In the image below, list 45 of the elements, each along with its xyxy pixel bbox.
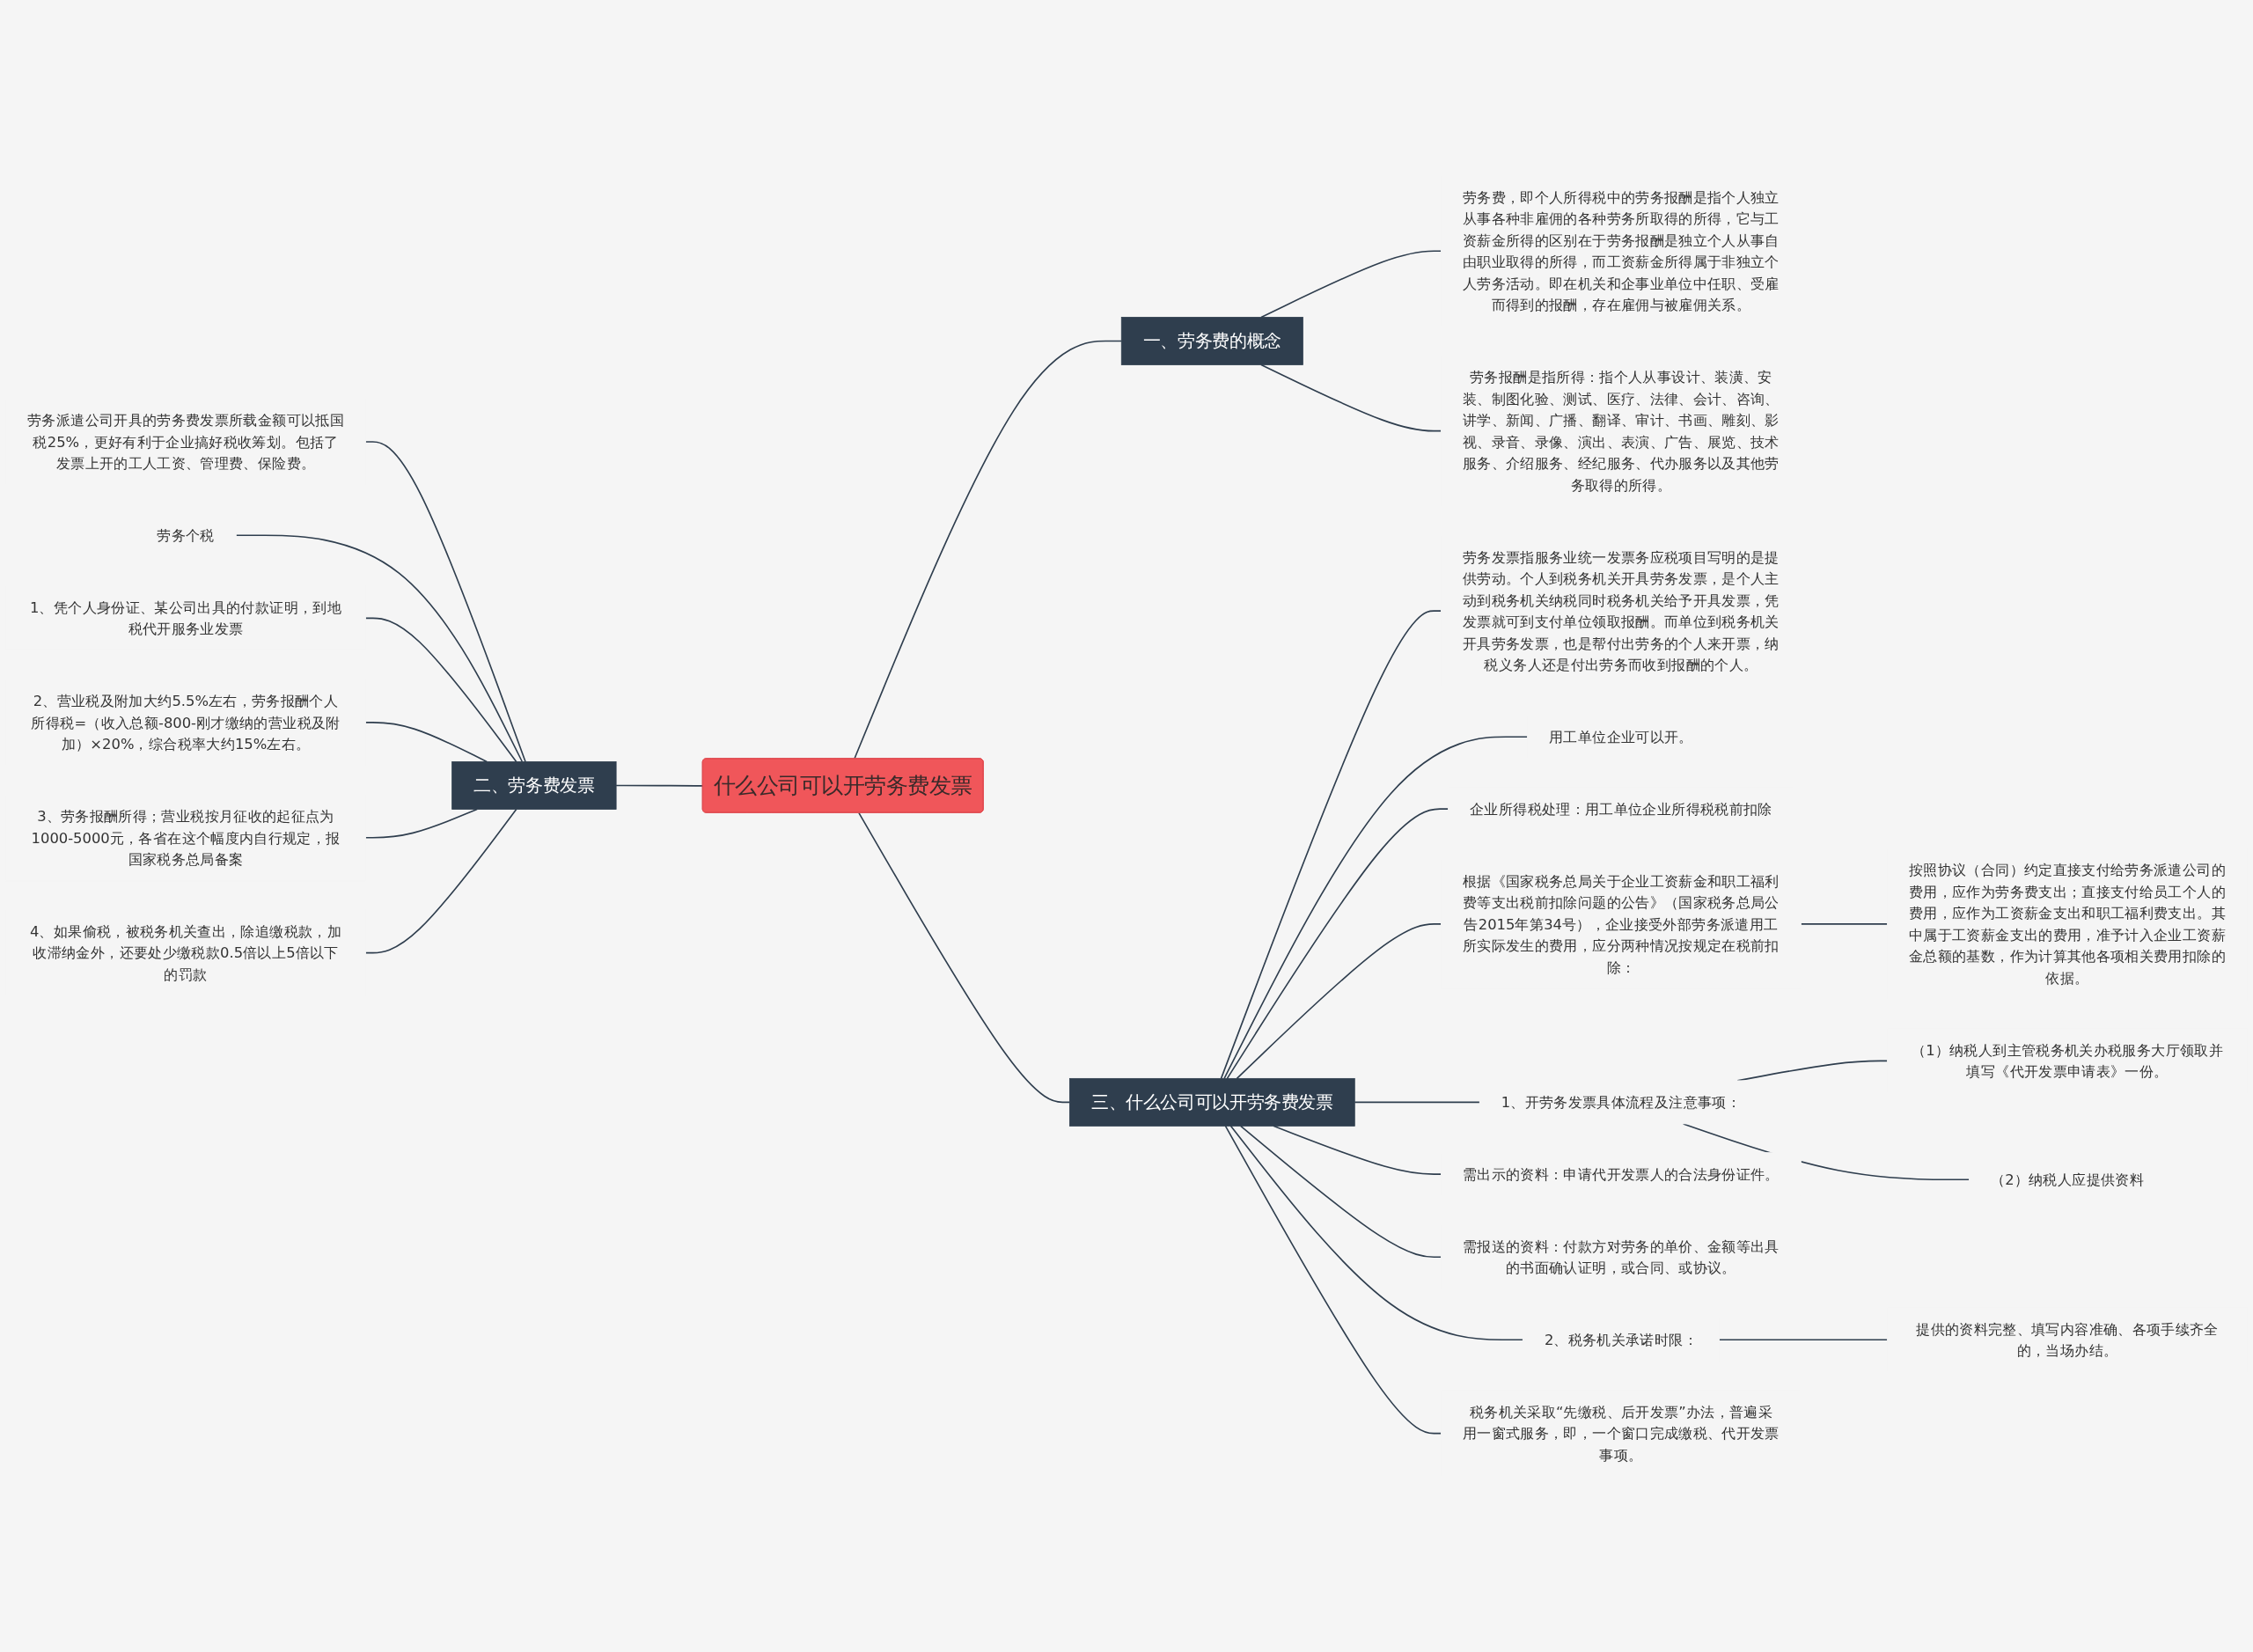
connector [1239, 1125, 1442, 1259]
node-text: 劳务发票指服务业统一发票务应税项目写明的是提供劳动。个人到税务机关开具劳务发票，是个人主动到税务机关纳税同时税务机关给予开具发票，凭发票就可到支付单位领取报酬。而单位到税务机关开具劳务发票，也是帮付出劳务的个人来开票，纳税义务人还是付出劳务而收到报酬的个人。 [1462, 548, 1780, 674]
node-text: 需出示的资料：申请代开发票人的合法身份证件。 [1462, 1165, 1780, 1183]
node-text: 用工单位企业可以开。 [1549, 728, 1693, 746]
node-text: 劳务个税 [157, 526, 215, 545]
node-text: 劳务派遣公司开具的劳务费发票所载金额可以抵国税25%，更好有利于企业搞好税收筹划。包括了发票上开的工人工资、管理费、保险费。 [27, 411, 344, 473]
connector [1236, 923, 1442, 1080]
node-box: 一、劳务费的概念 [1120, 317, 1303, 365]
node-box: 三、什么公司可以开劳务费发票 [1069, 1077, 1355, 1127]
node-text: 1、凭个人身份证、某公司出具的付款证明，到地税代开服务业发票 [30, 598, 341, 638]
connector [364, 722, 488, 763]
connector [1220, 610, 1442, 1080]
connector [1260, 363, 1442, 432]
node-text: 劳务费，即个人所得税中的劳务报酬是指个人独立从事各种非雇佣的各种劳务所取得的所得，它与工资薪金所得的区别在于劳务报酬是独立个人从事自由职业取得的所得，而工资薪金所得属于非独立个人劳务活动。即在机关和企事业单位中任职、受雇而得到的报酬，存在雇佣与被雇佣关系。 [1462, 188, 1780, 314]
node-text: 4、如果偷税，被税务机关查出，除追缴税款，加收滞纳金外，还要处少缴税款0.5倍以上5倍以下的罚款 [30, 922, 341, 983]
connector [364, 441, 526, 763]
node-text: （2）纳税人应提供资料 [1990, 1171, 2144, 1189]
node-box: 二、劳务费发票 [451, 761, 617, 810]
connector [235, 534, 524, 763]
connector [1226, 808, 1449, 1080]
node-text: 需报送的资料：付款方对劳务的单价、金额等出具的书面确认证明，或合同、或协议。 [1462, 1237, 1780, 1277]
connector [1718, 1339, 1889, 1341]
node-text: 企业所得税处理：用工单位企业所得税税前扣除 [1470, 800, 1772, 818]
connector [1224, 1125, 1442, 1435]
node-text: 根据《国家税务总局关于企业工资薪金和职工福利费等支出税前扣除问题的公告》（国家税务总局公告2015年第34号），企业接受外部劳务派遣用工所实际发生的费用，应分两种情况按规定在税前扣除： [1462, 872, 1780, 976]
node-text: 提供的资料完整、填写内容准确、各项手续齐全的，当场办结。 [1916, 1320, 2219, 1360]
connector [364, 808, 517, 954]
connector [1260, 250, 1442, 319]
node-text: 劳务报酬是指所得：指个人从事设计、装潢、安装、制图化验、测试、医疗、法律、会计、咨询、讲学、新闻、广播、翻译、审计、书画、雕刻、影视、录音、录像、演出、表演、广告、展览、技术服务、介绍服务、经纪服务、代办服务以及其他劳务取得的所得。 [1462, 368, 1780, 494]
connector [1229, 1125, 1524, 1341]
node-text: 按照协议（合同）约定直接支付给劳务派遣公司的费用，应作为劳务费支出；直接支付给员工个人的费用，应作为工资薪金支出和职工福利费支出。其中属于工资薪金支出的费用，准予计入企业工资薪金总额的基数，作为计算其他各项相关费用扣除的依据。 [1909, 861, 2226, 988]
connector [1223, 736, 1529, 1080]
node-text: 3、劳务报酬所得；营业税按月征收的起征点为1000-5000元，各省在这个幅度内自行规定，报国家税务总局备案 [31, 807, 341, 869]
connector [1273, 1125, 1442, 1175]
connector [858, 811, 1071, 1104]
node-text: 税务机关采取“先缴税、后开发票”办法，普遍采用一窗式服务，即，一个窗口完成缴税、代开发票事项。 [1462, 1403, 1780, 1464]
connector [1800, 923, 1889, 925]
connector [364, 617, 517, 763]
connector [1354, 1101, 1481, 1104]
node-text: 2、营业税及附加大约5.5%左右，劳务报酬个人所得税=（收入总额-800-刚才缴纳的营业税及附加）×20%，综合税率大约15%左右。 [31, 692, 341, 753]
node-text: 1、开劳务发票具体流程及注意事项： [1501, 1093, 1741, 1112]
node-text: （1）纳税人到主管税务机关办税服务大厅领取并填写《代开发票申请表》一份。 [1912, 1041, 2223, 1081]
connector [364, 808, 478, 839]
node-text: 2、税务机关承诺时限： [1544, 1331, 1698, 1349]
connector [615, 784, 704, 787]
